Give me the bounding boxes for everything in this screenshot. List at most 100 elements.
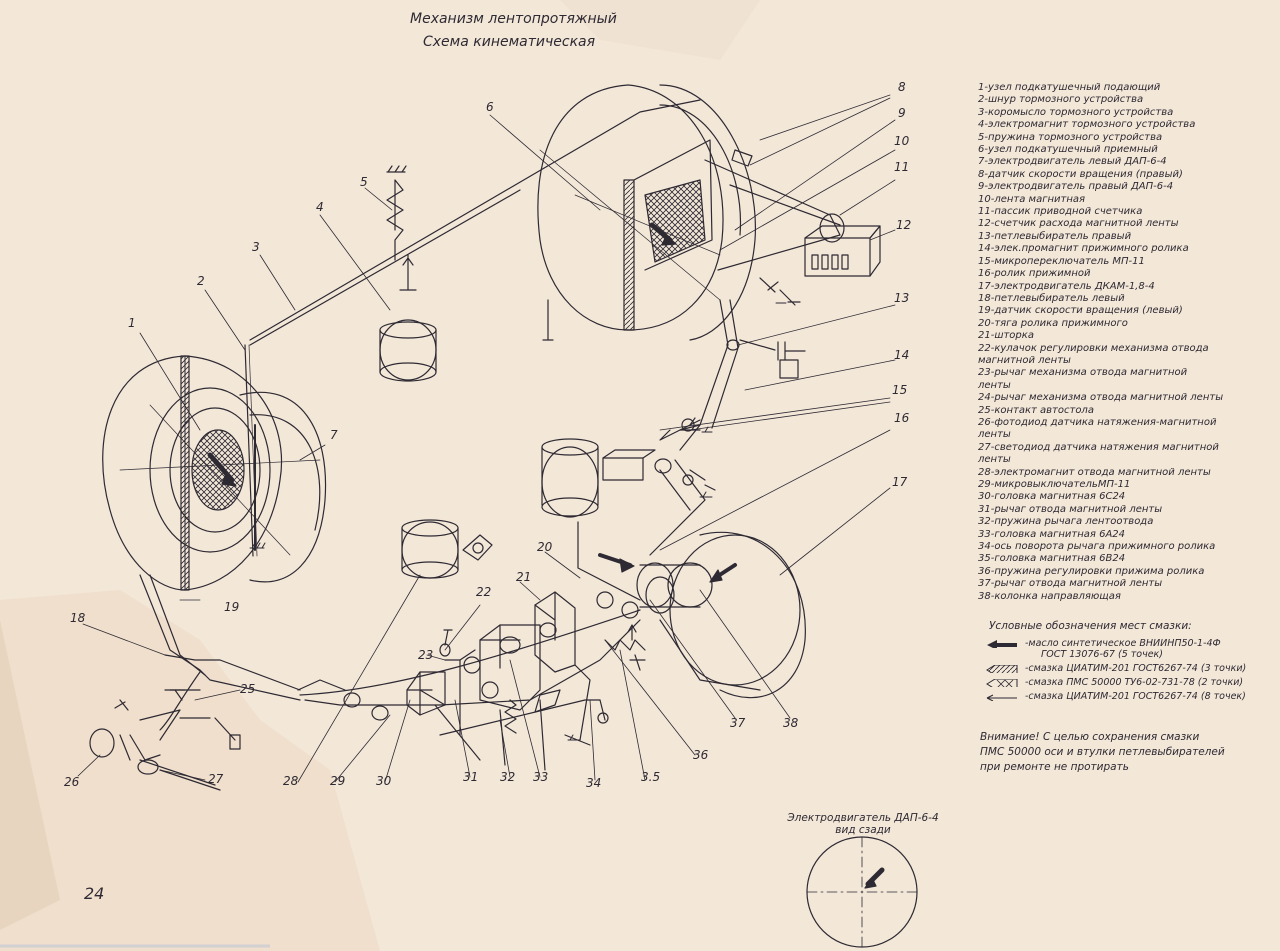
left-reel-assembly [102, 355, 327, 591]
legend-item: 7-электродвигатель левый ДАП-6-4 [978, 156, 1167, 168]
legend-item: 35-головка магнитная 6В24 [978, 553, 1126, 565]
legend-item: 33-головка магнитная 6А24 [978, 528, 1126, 540]
part-label: 15 [892, 383, 908, 397]
title-line1: Механизм лентопротяжный [410, 11, 617, 27]
part-label: 32 [500, 770, 516, 784]
part-label: 9 [898, 106, 906, 120]
part-label: 30 [376, 774, 392, 788]
legend-item: 30-головка магнитная 6С24 [978, 491, 1126, 503]
legend-item: 13-петлевыбиратель правый [978, 230, 1132, 242]
lube-item: -смазка ЦИАТИМ-201 ГОСТ6267-74 (8 точек) [985, 691, 1275, 702]
right-loop-selector [679, 299, 806, 451]
legend-item: 14-элек.промагнит прижимного ролика [978, 243, 1189, 255]
legend-item: 28-электромагнит отвода магнитной ленты [978, 466, 1211, 478]
lube-title: Условные обозначения мест смазки: [989, 620, 1192, 632]
cross-hatched-arrow-icon [986, 679, 1018, 687]
capstan-motor-assembly [598, 418, 806, 699]
title-line2: Схема кинематическая [423, 34, 596, 50]
part-label: 3 [252, 240, 260, 254]
left-sensors [401, 438, 641, 601]
part-label: 17 [892, 475, 908, 489]
part-label: 16 [894, 411, 910, 425]
part-label: 21 [516, 570, 532, 584]
brake-linkage [244, 99, 701, 557]
part-label: 38 [783, 716, 799, 730]
part-label: 20 [537, 540, 553, 554]
part-label: 28 [283, 774, 299, 788]
part-label: 26 [64, 775, 80, 789]
part-label: 6 [486, 100, 494, 114]
legend-item: 16-ролик прижимной [978, 268, 1091, 280]
legend-item: 9-электродвигатель правый ДАП-6-4 [978, 181, 1174, 193]
part-label: 34 [586, 776, 602, 790]
part-label: 11 [894, 160, 910, 174]
legend-item: 5-пружина тормозного устройства [978, 131, 1163, 143]
legend-item: 25-контакт автостола [978, 404, 1094, 416]
part-label: 10 [894, 134, 910, 148]
legend-item: 29-микровыключательМП-11 [978, 479, 1131, 490]
legend-item: 1-узел подкатушечный подающий [978, 82, 1161, 93]
legend-item: 19-датчик скорости вращения (левый) [978, 305, 1183, 317]
lubrication-legend: Условные обозначения мест смазки: -масло… [985, 620, 1275, 705]
part-label: 18 [70, 611, 86, 625]
legend-item: 34-ось поворота рычага прижимного ролика [978, 541, 1216, 553]
lube-item: -масло синтетическое ВНИИНП50-1-4Ф ГОСТ … [985, 638, 1275, 660]
motor-rear-view [806, 836, 918, 948]
legend-item: 18-петлевыбиратель левый [978, 292, 1125, 304]
legend-item: ленты [978, 454, 1011, 466]
motor-rear-view-caption: Электродвигатель ДАП-6-4 вид сзади [787, 812, 939, 836]
part-label: 22 [476, 585, 492, 599]
legend-item: ленты [978, 429, 1011, 441]
part-label: 2 [197, 274, 205, 288]
legend-item: ленты [978, 379, 1011, 391]
part-label: 31 [463, 770, 479, 784]
legend-item: 2-шнур тормозного устройства [978, 94, 1144, 106]
legend-item: 37-рычаг отвода магнитной ленты [978, 578, 1163, 590]
lube-item: -смазка ЦИАТИМ-201 ГОСТ6267-74 (3 точки) [985, 663, 1275, 674]
legend-item: 38-колонка направляющая [978, 590, 1121, 602]
hatched-arrow-icon [986, 665, 1018, 673]
lube-item: -смазка ПМС 50000 ТУ6-02-731-78 (2 точки… [985, 677, 1275, 688]
part-label: 3.5 [641, 770, 661, 784]
part-label: 19 [224, 600, 240, 614]
part-label: 12 [896, 218, 912, 232]
legend-item: 4-электромагнит тормозного устройства [978, 119, 1196, 131]
legend-item: 12-счетчик расхода магнитной ленты [978, 218, 1179, 230]
part-label: 33 [533, 770, 549, 784]
part-label: 5 [360, 175, 368, 189]
legend-item: 11-пассик приводной счетчика [978, 206, 1143, 218]
part-label: 14 [894, 348, 910, 362]
legend-item: 27-светодиод датчика натяжения магнитной [978, 441, 1219, 453]
leader-lines [77, 94, 896, 783]
legend-item: 21-шторка [978, 330, 1034, 342]
part-label: 13 [894, 291, 910, 305]
legend-item: 31-рычаг отвода магнитной ленты [978, 503, 1163, 515]
part-label: 29 [330, 774, 346, 788]
legend-item: 32-пружина рычага лентоотвода [978, 516, 1154, 528]
part-label: 8 [898, 80, 906, 94]
legend-item: 20-тяга ролика прижимного [978, 317, 1128, 329]
part-label: 4 [316, 200, 324, 214]
legend-item: 3-коромысло тормозного устройства [978, 106, 1174, 118]
legend-item: 26-фотодиод датчика натяжения-магнитной [978, 416, 1217, 428]
ground-symbols [249, 302, 787, 741]
legend-item: 10-лента магнитная [978, 193, 1086, 205]
part-label: 23 [418, 648, 434, 662]
filled-arrow-icon [987, 640, 1017, 648]
warning-note: Внимание! С целью сохранения смазки ПМС … [980, 731, 1225, 773]
part-label: 27 [208, 772, 224, 786]
legend-item: 17-электродвигатель ДКАМ-1,8-4 [978, 280, 1155, 292]
legend-item: 23-рычаг механизма отвода магнитной [978, 367, 1188, 379]
legend-item: 6-узел подкатушечный приемный [978, 144, 1158, 156]
legend-item: магнитной ленты [978, 354, 1071, 366]
legend-item: 22-кулачок регулировки механизма отвода [978, 342, 1209, 354]
part-label: 37 [730, 716, 746, 730]
part-label: 36 [693, 748, 709, 762]
thin-arrow-icon [986, 694, 1017, 701]
part-label: 7 [330, 428, 338, 442]
page-number: 24 [84, 884, 105, 903]
right-reel-assembly [537, 84, 881, 341]
